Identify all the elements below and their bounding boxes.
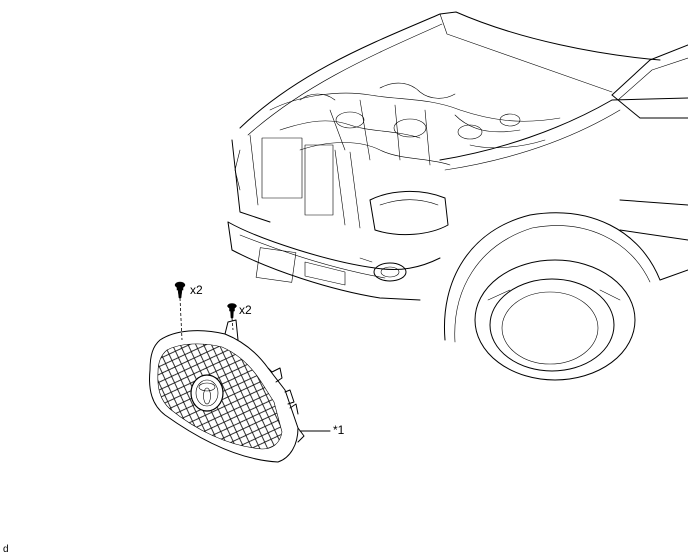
truck-illustration xyxy=(227,11,688,381)
push-clip-icon xyxy=(174,281,186,299)
figure-code-label: d xyxy=(3,544,9,555)
screw-quantity-label: x2 xyxy=(239,303,252,317)
radiator-grille xyxy=(149,319,305,463)
clip-quantity-label: x2 xyxy=(190,283,203,297)
brand-emblem-icon xyxy=(190,374,224,412)
grille-callout-label: *1 xyxy=(333,423,345,437)
screw-icon xyxy=(227,303,237,319)
engine-bay xyxy=(269,82,561,166)
clip-leader-line xyxy=(179,297,183,341)
screw-leader-line xyxy=(231,317,234,331)
